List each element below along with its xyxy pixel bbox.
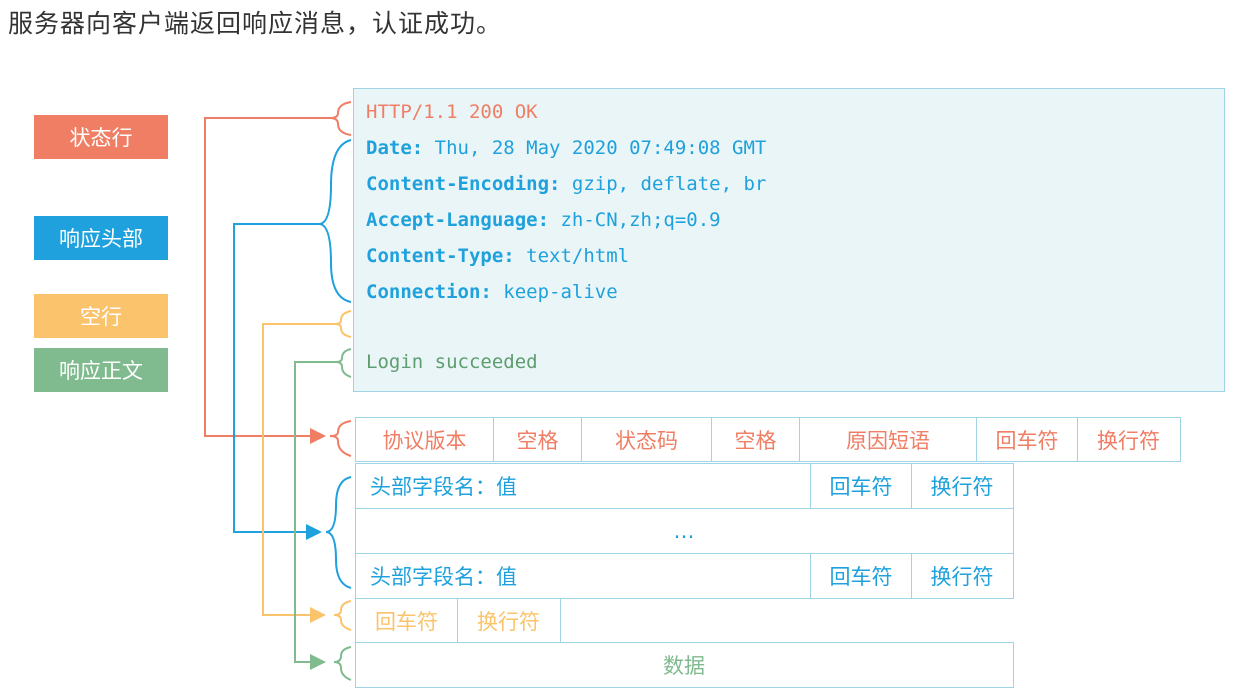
legend-response-body: 响应正文 xyxy=(34,348,168,392)
body-bottom-brace xyxy=(333,646,352,681)
format-cell: 换行符 xyxy=(477,609,540,634)
header-key: Accept-Language: xyxy=(366,209,550,231)
header-line: Accept-Language: zh-CN,zh;q=0.9 xyxy=(366,209,721,231)
format-cell: 状态码 xyxy=(582,418,712,461)
blank-line-bottom-brace xyxy=(333,600,352,631)
response-message-box: HTTP/1.1 200 OK Date: Thu, 28 May 2020 0… xyxy=(353,88,1225,392)
blank-line-format-row: 回车符 换行符 xyxy=(355,598,561,643)
body-connector xyxy=(294,361,336,670)
format-cell: 原因短语 xyxy=(800,418,977,461)
status-line-format-row: 协议版本 空格 状态码 空格 原因短语 回车符 换行符 xyxy=(355,417,1181,462)
header-value: keep-alive xyxy=(491,281,618,303)
format-cell: 回车符 xyxy=(811,464,912,508)
format-cell: 空格 xyxy=(494,418,582,461)
status-line-bottom-brace xyxy=(329,420,352,457)
header-value: text/html xyxy=(514,245,630,267)
format-cell: 换行符 xyxy=(930,565,994,589)
legend-blank-line: 空行 xyxy=(34,294,168,338)
body-top-brace xyxy=(335,348,352,378)
format-cell: … xyxy=(673,519,695,543)
page-title: 服务器向客户端返回响应消息，认证成功。 xyxy=(8,9,503,38)
header-key: Connection: xyxy=(366,281,492,303)
header-key: Content-Type: xyxy=(366,245,515,267)
status-line-top-brace xyxy=(329,101,352,136)
header-format-row: 头部字段名：值 回车符 换行符 xyxy=(355,553,1014,599)
header-value: zh-CN,zh;q=0.9 xyxy=(549,209,721,231)
header-connector xyxy=(233,223,322,540)
format-cell: 头部字段名：值 xyxy=(356,554,811,598)
format-cell: 协议版本 xyxy=(356,418,494,461)
header-ellipsis-row: … xyxy=(355,508,1014,554)
header-key: Content-Encoding: xyxy=(366,173,561,195)
format-cell: 回车符 xyxy=(811,554,912,598)
format-cell: 换行符 xyxy=(930,475,994,499)
header-bottom-brace xyxy=(325,476,352,589)
legend-status-line: 状态行 xyxy=(34,115,168,159)
header-line: Content-Encoding: gzip, deflate, br xyxy=(366,173,766,195)
status-line-text: HTTP/1.1 200 OK xyxy=(366,101,538,123)
header-value: gzip, deflate, br xyxy=(560,173,767,195)
header-line: Content-Type: text/html xyxy=(366,245,629,267)
format-cell: 换行符 xyxy=(1097,428,1160,453)
header-value: Thu, 28 May 2020 07:49:08 GMT xyxy=(423,137,767,159)
format-cell: 头部字段名：值 xyxy=(356,464,811,508)
header-line: Connection: keep-alive xyxy=(366,281,618,303)
blank-line-top-brace xyxy=(334,310,352,338)
body-format-row: 数据 xyxy=(355,642,1014,688)
header-format-row: 头部字段名：值 回车符 换行符 xyxy=(355,463,1014,509)
status-line-connector xyxy=(204,117,330,444)
header-key: Date: xyxy=(366,137,424,159)
header-line: Date: Thu, 28 May 2020 07:49:08 GMT xyxy=(366,137,766,159)
blank-line-connector xyxy=(262,323,335,623)
body-text: Login succeeded xyxy=(366,351,538,373)
header-top-brace xyxy=(318,139,352,303)
format-cell: 数据 xyxy=(663,654,705,678)
legend-response-headers: 响应头部 xyxy=(34,216,168,260)
format-cell: 空格 xyxy=(712,418,800,461)
format-cell: 回车符 xyxy=(977,418,1078,461)
format-cell: 回车符 xyxy=(356,599,458,642)
